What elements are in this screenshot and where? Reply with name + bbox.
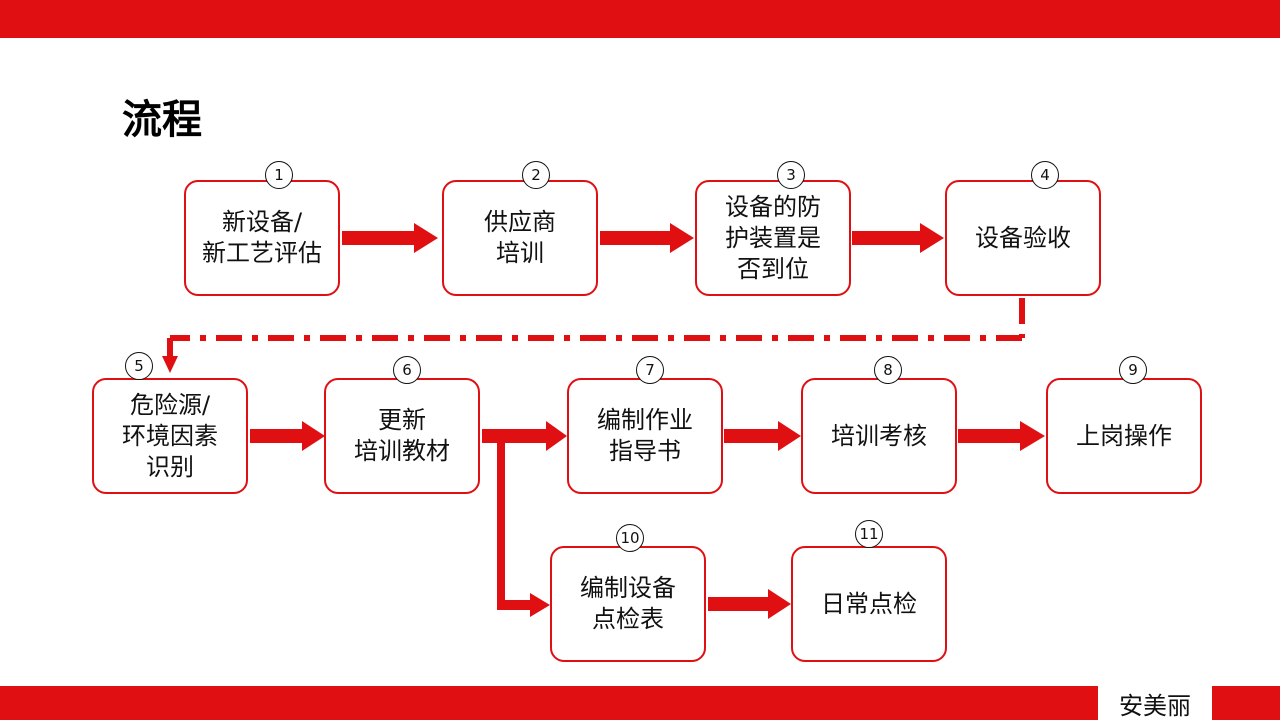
step-box-3: 设备的防 护装置是 否到位 <box>695 180 851 296</box>
step-box-4: 设备验收 <box>945 180 1101 296</box>
step-label-3: 设备的防 护装置是 否到位 <box>725 192 821 283</box>
bottom-banner-left <box>0 686 1098 720</box>
author-name: 安美丽 <box>1119 691 1191 720</box>
step-label-10: 编制设备 点检表 <box>580 574 676 633</box>
page-title: 流程 <box>122 97 202 143</box>
step-number-2: 2 <box>522 161 550 189</box>
step-label-11: 日常点检 <box>821 589 917 618</box>
top-banner <box>0 0 1280 38</box>
arrow-6-10 <box>497 436 550 617</box>
arrow-8-9 <box>958 421 1045 451</box>
step-number-7: 7 <box>636 356 664 384</box>
step-number-10: 10 <box>616 524 644 552</box>
step-box-5: 危险源/ 环境因素 识别 <box>92 378 248 494</box>
arrow-6-7 <box>482 421 567 451</box>
step-box-8: 培训考核 <box>801 378 957 494</box>
step-number-9: 9 <box>1119 356 1147 384</box>
step-label-1: 新设备/ 新工艺评估 <box>202 208 322 267</box>
arrow-3-4 <box>852 223 944 253</box>
arrow-2-3 <box>600 223 694 253</box>
step-box-1: 新设备/ 新工艺评估 <box>184 180 340 296</box>
step-label-6: 更新 培训教材 <box>354 406 450 465</box>
step-number-1: 1 <box>265 161 293 189</box>
arrow-1-2 <box>342 223 438 253</box>
step-label-8: 培训考核 <box>831 421 927 450</box>
bottom-banner-right <box>1212 686 1280 720</box>
step-number-3: 3 <box>777 161 805 189</box>
step-box-11: 日常点检 <box>791 546 947 662</box>
step-label-2: 供应商 培训 <box>484 208 556 267</box>
step-box-10: 编制设备 点检表 <box>550 546 706 662</box>
step-label-9: 上岗操作 <box>1076 421 1172 450</box>
step-number-8: 8 <box>874 356 902 384</box>
step-box-2: 供应商 培训 <box>442 180 598 296</box>
step-box-9: 上岗操作 <box>1046 378 1202 494</box>
step-number-11: 11 <box>855 520 883 548</box>
step-label-5: 危险源/ 环境因素 识别 <box>122 390 218 481</box>
step-label-7: 编制作业 指导书 <box>597 406 693 465</box>
step-number-6: 6 <box>393 356 421 384</box>
arrow-10-11 <box>708 589 791 619</box>
dashed-connector-4-5 <box>162 298 1025 373</box>
step-box-6: 更新 培训教材 <box>324 378 480 494</box>
step-number-4: 4 <box>1031 161 1059 189</box>
arrow-5-6 <box>250 421 325 451</box>
step-box-7: 编制作业 指导书 <box>567 378 723 494</box>
step-number-5: 5 <box>125 352 153 380</box>
arrow-7-8 <box>724 421 801 451</box>
step-label-4: 设备验收 <box>975 223 1071 252</box>
